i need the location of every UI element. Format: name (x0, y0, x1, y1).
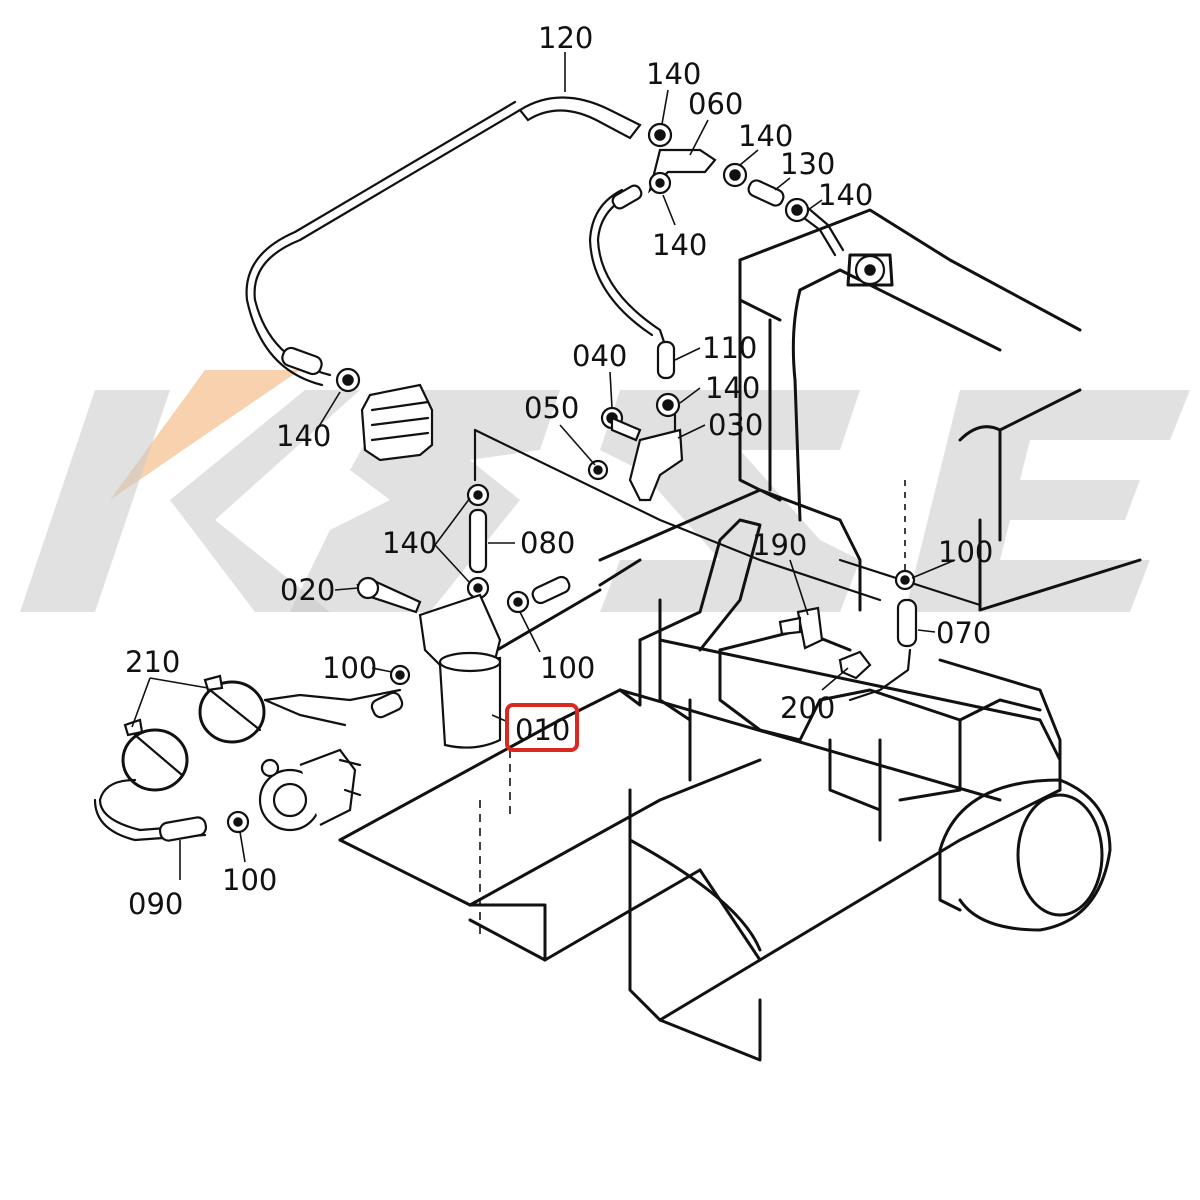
label-100-d: 100 (222, 863, 277, 897)
clamp-140-f (466, 483, 490, 507)
label-140-g: 140 (382, 526, 437, 560)
clamp-140-b (722, 162, 748, 188)
label-140-b: 140 (738, 119, 793, 153)
label-140-e: 140 (705, 371, 760, 405)
label-120: 120 (538, 21, 593, 55)
label-060: 060 (688, 87, 743, 121)
label-100-a: 100 (322, 651, 377, 685)
label-020: 020 (280, 573, 335, 607)
clamp-140-g (466, 576, 490, 600)
valve-040 (600, 406, 642, 442)
clamp-140-e (655, 392, 681, 418)
watermark-logo (20, 370, 1190, 612)
label-140-c: 140 (818, 178, 873, 212)
fuel-tank (738, 208, 1142, 612)
clamp-100-c (894, 569, 916, 591)
clamp-100-b (506, 590, 530, 614)
bolt-200 (838, 650, 872, 680)
label-140-f: 140 (276, 419, 331, 453)
label-100-c: 100 (938, 535, 993, 569)
fuel-lines (93, 96, 912, 842)
label-140-d: 140 (652, 228, 707, 262)
clamp-100-a (389, 664, 411, 686)
fuel-cock-030 (628, 428, 684, 502)
tee-joint-060 (647, 148, 717, 194)
label-090: 090 (128, 887, 183, 921)
label-200: 200 (780, 691, 835, 725)
chassis-frame (338, 428, 1112, 1062)
label-070: 070 (936, 616, 991, 650)
label-080: 080 (520, 526, 575, 560)
band-clamp-210 (121, 674, 266, 792)
clamp-140-left (281, 346, 361, 393)
clamp-100-d (226, 810, 250, 834)
sensor-190 (796, 606, 824, 650)
fuel-pump (258, 748, 362, 832)
label-130: 130 (780, 147, 835, 181)
hose-110 (656, 340, 676, 380)
label-030: 030 (708, 408, 763, 442)
label-050: 050 (524, 391, 579, 425)
parts-graphics (121, 122, 918, 842)
label-010: 010 (515, 713, 570, 747)
label-210: 210 (125, 645, 180, 679)
hose-080 (468, 508, 488, 574)
label-040: 040 (572, 339, 627, 373)
bolt-050 (587, 459, 609, 481)
hose-090 (158, 816, 208, 842)
hose-070 (896, 598, 918, 648)
leader-lines (131, 52, 956, 880)
part-labels: 120 140 060 140 130 140 140 110 140 040 … (125, 21, 993, 921)
label-190: 190 (752, 528, 807, 562)
hose-130 (747, 179, 785, 207)
clamp-140-top (647, 122, 673, 148)
label-110: 110 (702, 331, 757, 365)
fuel-filter-010 (438, 651, 502, 749)
highlight-box-010 (505, 703, 579, 752)
label-100-b: 100 (540, 651, 595, 685)
label-140-top: 140 (646, 57, 701, 91)
clamp-140-lower (648, 171, 672, 195)
clamp-140-c (784, 197, 810, 223)
